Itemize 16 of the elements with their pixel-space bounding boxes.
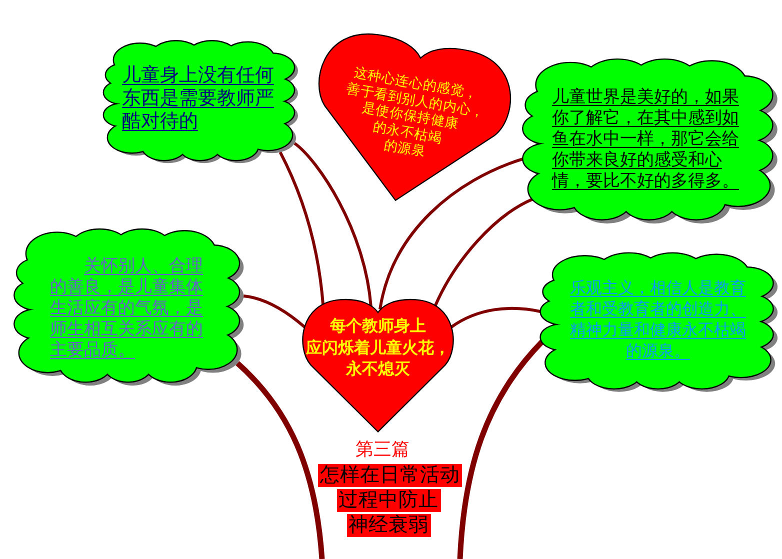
- trunk-line: [236, 361, 325, 559]
- chapter-title: 怎样在日常活动过程中防止神经衰弱: [318, 464, 459, 539]
- callout-text: 乐观主义，相信人是教育者和受教育者的创造力、精神力量和健康永不枯竭的源泉。: [570, 280, 746, 360]
- callout-text: 关怀别人、合理的善良，是儿童集体生活应有的气氛，是师生相互关系应有的主要品质。: [50, 256, 203, 359]
- trunk-line: [457, 340, 544, 559]
- branch-line: [294, 142, 372, 306]
- chapter-number: 第三篇: [356, 439, 410, 459]
- branch-line: [278, 152, 325, 306]
- branch-line: [450, 306, 542, 328]
- branch-line: [378, 157, 524, 310]
- callout-text: 这种心连心的感觉，善于看到别人的内心，是使你保持健康的永不枯竭的源泉: [345, 64, 484, 162]
- callout-text: 儿童身上没有任何东西是需要教师严酷对待的: [122, 65, 274, 132]
- callout-text: 儿童世界是美好的，如果你了解它，在其中感到如鱼在水中一样，那它会给你带来良好的感受和心情，要比不好的多得多。: [552, 87, 739, 190]
- callout-text: 每个教师身上应闪烁着儿童火花，永不熄灭: [305, 316, 451, 380]
- branch-line: [243, 294, 306, 328]
- branch-line: [434, 198, 534, 307]
